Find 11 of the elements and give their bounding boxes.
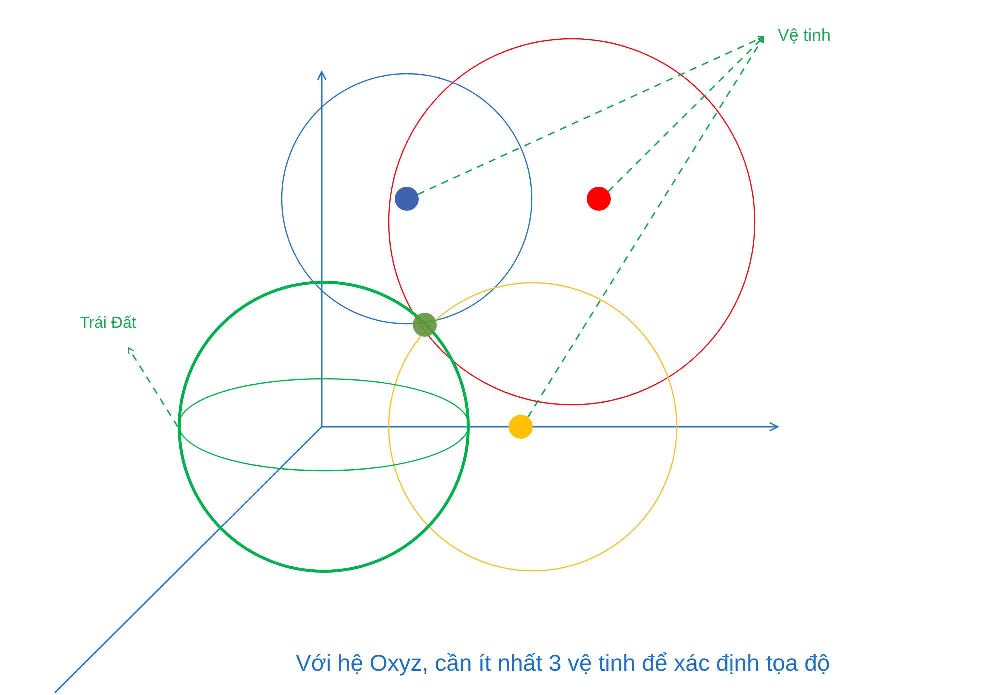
dashed-arrow (528, 36, 765, 418)
satellite-dot (509, 415, 533, 439)
caption: Với hệ Oxyz, cần ít nhất 3 vệ tinh để xác định tọa độ (296, 650, 830, 677)
satellite-dot (587, 187, 611, 211)
satellite-dot (395, 187, 419, 211)
dashed-arrow (608, 36, 765, 192)
dashed-arrow (418, 36, 765, 196)
node-label: Trái Đất (76, 314, 136, 348)
dashed-arrow (128, 347, 179, 428)
earth-sphere (178, 281, 470, 573)
node-label: Vệ tinh (764, 26, 831, 46)
